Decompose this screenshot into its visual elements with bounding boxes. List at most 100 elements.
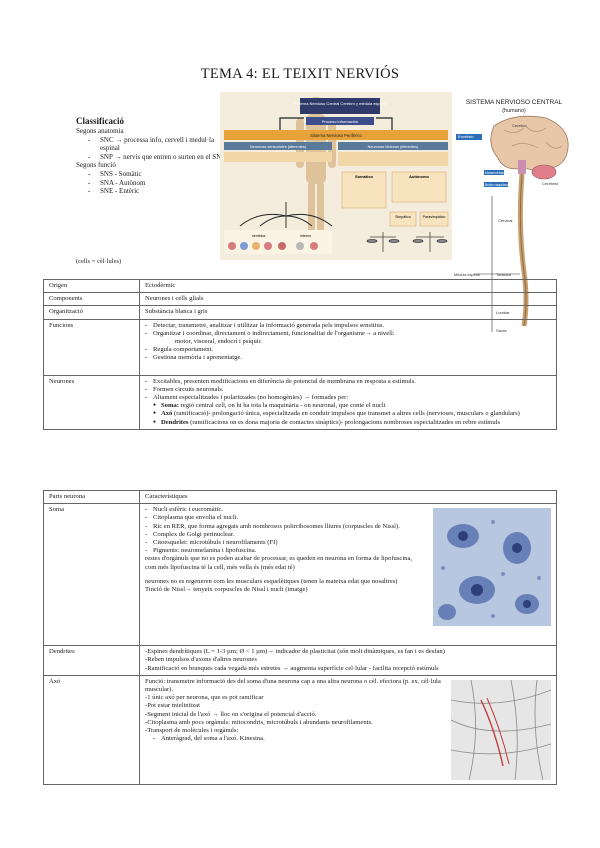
table-row: Funcions Detectar, transmetre, analitzar… [43, 318, 557, 376]
axon-line: -Segment inicial de l'axó → lloc on s'or… [145, 710, 317, 718]
row-value: Detectar, transmetre, analitzar i utilit… [139, 318, 557, 376]
label-cerebelo: Cerebelo [542, 181, 559, 186]
function-label: Segons funció [76, 161, 116, 170]
brain-icon [490, 115, 569, 180]
interno-label: interno [300, 234, 311, 238]
process-label: Proceso información [322, 119, 358, 124]
soma-note: restes d'orgànuls que no es poden acabar… [145, 555, 413, 563]
label-encefalo: Encéfalo [458, 134, 474, 139]
cells-note: (cells = cèl·lules) [76, 258, 122, 265]
row-label: Organització [43, 305, 140, 320]
row-label: Neurones [43, 374, 140, 430]
list-item: Citoesquelet: microtúbuls i neurofilamen… [145, 539, 551, 547]
cns-illustration: SISTEMA NERVIOSO CENTRAL (humano) Cerebr… [454, 96, 574, 340]
page-title: TEMA 4: EL TEIXIT NERVIÓS [200, 66, 400, 82]
axon-micrograph-image [451, 679, 551, 780]
table-row: Axó Funció: transmetre informació des de… [43, 674, 557, 785]
snp-label: Sistema Nervioso Periférico [310, 133, 362, 138]
table-row: Neurones Excitables, presenten modificac… [43, 374, 557, 430]
row-label: Soma [43, 503, 140, 647]
dendrite-line: -Espines dendrítiques (L = 1-3 µm; Ø < 1… [145, 648, 445, 656]
axon-line: -Citoplasma amb pocs orgànuls: mitocondr… [145, 718, 373, 726]
list-item: Formen circuits neuronals. [145, 386, 551, 394]
list-item: Citoplasma que envolta el nucli. [145, 514, 551, 522]
overview-table: Origen Ectodèrmic Components Neurones i … [43, 278, 557, 430]
cns-subtitle: (humano) [502, 108, 526, 114]
row-value: Excitables, presenten modificacions en d… [139, 374, 557, 430]
cns-box [300, 98, 380, 114]
label-cerebro: Cerebro [512, 123, 527, 128]
snp-band [224, 130, 448, 140]
list-item: Anteràgrad, del soma a l'axó. Kinesina. [153, 735, 551, 743]
soma-note: neurones no es regeneren com les muscula… [145, 577, 398, 585]
balance-icon [366, 232, 448, 252]
cns-box-label: Sistema Nervioso Central Cerebro y médul… [294, 101, 386, 106]
row-value: Funció: transmetre informació des del so… [139, 674, 557, 785]
label-mesencefalo: Mesencéfalo [485, 171, 504, 175]
classification-block: Classificació Segons anatomia SNC → proc… [76, 116, 226, 196]
list-item: Axó (ramificació)- prolongació única, es… [153, 410, 551, 418]
list-item: Ric en RER, que forma agregats amb nombr… [145, 523, 551, 531]
anatomy-list: SNC → processa info, cervell i medul·la … [76, 136, 226, 162]
list-item: Excitables, presenten modificacions en d… [145, 378, 551, 386]
classification-heading: Classificació [76, 116, 124, 126]
list-item: Altament especialitzades i polaritzades … [145, 394, 551, 402]
row-label: Funcions [43, 318, 140, 376]
table-row: Origen Ectodèrmic [43, 278, 557, 294]
header-cell: Característiques [139, 489, 557, 505]
row-label: Axó [43, 674, 140, 785]
list-item: Nucli esfèric i eucromàtic. [145, 506, 551, 514]
table-row: Soma Nucli esfèric i eucromàtic. Citopla [43, 503, 557, 647]
list-item: Regula comportament. [145, 346, 551, 354]
list-item: Complex de Golgi perinuclear. [145, 531, 551, 539]
list-item: SNC → processa info, cervell i medul·la … [88, 136, 226, 153]
row-value: Neurones i cells glials [139, 292, 557, 307]
axon-line: -Pot estar mielinitzat [145, 702, 200, 710]
list-item: Organitzar i coordinar, directament o in… [145, 330, 551, 338]
list-item: Detectar, transmetre, analitzar i utilit… [145, 322, 551, 330]
organ-icons [228, 242, 318, 250]
axon-line: -1 únic axó per neurona, que es pot rami… [145, 694, 264, 702]
row-label: Origen [43, 278, 140, 294]
table-row: Dendrites -Espines dendrítiques (L = 1-3… [43, 645, 557, 676]
axon-line: -Transport de molècules i orgànuls: [145, 727, 239, 735]
header-cell: Parts neurona [43, 489, 140, 505]
sentidos-label: sentidos [252, 234, 266, 238]
parasimpatico-label: Parasimpático [423, 215, 446, 219]
row-label: Dendrites [43, 645, 140, 676]
cns-title: SISTEMA NERVIOSO CENTRAL [466, 99, 563, 106]
neuron-parts-table: Parts neurona Característiques Soma [43, 489, 557, 785]
list-item: Soma: regió central cell, on hi ha tota … [153, 402, 551, 410]
efferent-label: Neuronas Motoras (eferentes) [368, 145, 419, 149]
row-value: Ectodèrmic [139, 278, 557, 294]
soma-note: com més lipofuscina té la cell, més vell… [145, 563, 295, 571]
label-bulbo: Bulbo raquídeo [485, 183, 508, 187]
table-row: Components Neurones i cells glials [43, 292, 557, 307]
autonomo-label: Autónomo [409, 174, 430, 179]
label-cervical: Cervical [498, 218, 513, 223]
row-value: -Espines dendrítiques (L = 1-3 µm; Ø < 1… [139, 645, 557, 676]
label-medula: Médula espinal [454, 273, 480, 277]
somatic-label: Somático [355, 174, 374, 179]
list-item: SNS - Somàtic [88, 170, 226, 179]
row-value: Nucli esfèric i eucromàtic. Citoplasma q… [139, 503, 557, 647]
row-value: Substància blanca i gris [139, 305, 557, 320]
dendrite-line: -Reben impulsos d'axons d'altres neurone… [145, 656, 257, 664]
list-item: SNP → nervis que entren o surten en el S… [88, 153, 226, 162]
list-item: Dendrites (ramificacions on es dona majo… [153, 419, 551, 427]
soma-note: Tinció de Nissl→ tenyeix corpuscles de N… [145, 586, 308, 594]
list-item: Pigments: neuromelanina i lipofuscina. [145, 547, 551, 555]
anatomy-label: Segons anatomia [76, 127, 124, 135]
list-item: Gestiona memòria i aprenentatge. [145, 354, 551, 362]
row-label: Components [43, 292, 140, 307]
dendrite-line: -Ramificació en branques cada vegada més… [145, 664, 439, 672]
table-header-row: Parts neurona Característiques [43, 489, 557, 505]
nivell-text: motor, visceral, endocrí i psíquic [175, 338, 262, 346]
axon-line: Funció: transmetre informació des del so… [145, 677, 441, 694]
list-item: SNE - Entèric [88, 187, 226, 196]
label-toracica: Torácica [496, 272, 512, 277]
nervous-system-diagram: Sistema Nervioso Central Cerebro y médul… [220, 92, 452, 260]
table-row: Organització Substància blanca i gris [43, 305, 557, 320]
simpatico-label: Simpático [395, 215, 411, 219]
afferent-label: Neuronas sensoriales (aferentes) [250, 145, 307, 149]
